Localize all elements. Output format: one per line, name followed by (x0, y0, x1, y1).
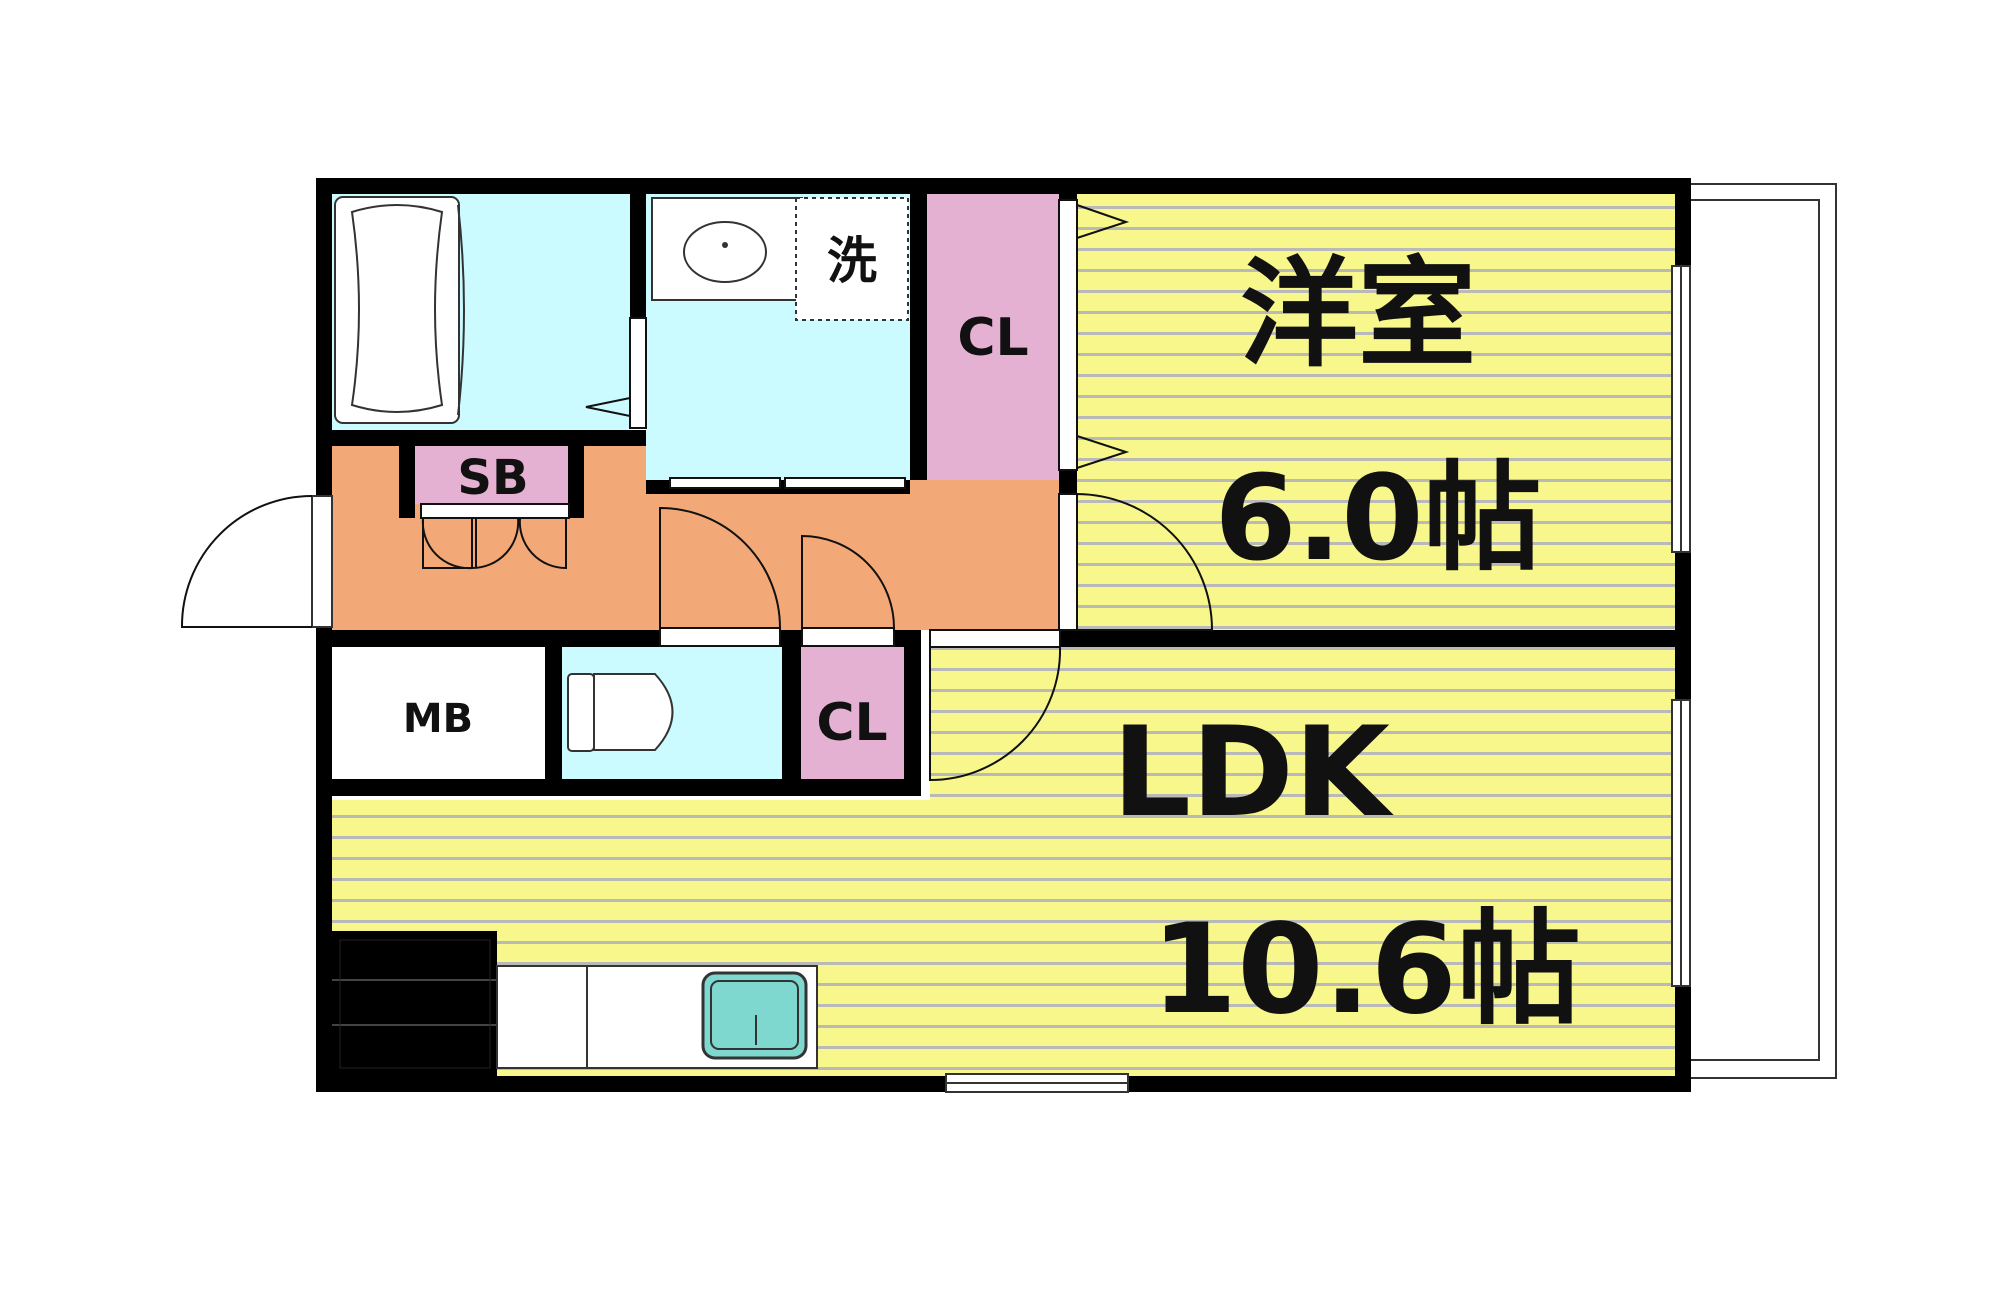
washer-space (795, 197, 909, 321)
toilet-icon (567, 673, 674, 752)
ldk-name: LDK (1112, 701, 1394, 845)
walls (316, 178, 1691, 1092)
ldk-room (332, 647, 1675, 1076)
western-room-size: 6.0帖 (1214, 449, 1541, 587)
door-swing-icon (585, 199, 1214, 782)
closet-bedroom-label: CL (957, 308, 1028, 368)
meter-box-room (332, 647, 545, 779)
washer-space-label: 洗 (827, 232, 877, 290)
washbasin-icon (651, 197, 803, 301)
shoe-box-label: SB (457, 450, 528, 506)
stove-icon (339, 939, 491, 1069)
balcony (1688, 183, 1837, 1079)
bathtub-icon (334, 196, 465, 424)
shoe-box-doors-icon (420, 503, 570, 570)
ldk-size: 10.6帖 (1151, 898, 1581, 1042)
closet-bedroom (927, 194, 1059, 480)
closet-hall-label: CL (816, 693, 887, 753)
western-room-name: 洋室 (1240, 245, 1476, 383)
meter-box-label: MB (403, 696, 473, 742)
entrance-door-icon (180, 495, 333, 628)
windows (945, 265, 1691, 1093)
closet-hall (801, 647, 904, 779)
western-room (1077, 194, 1675, 630)
kitchen-sink-icon (701, 971, 808, 1060)
shoe-box (415, 446, 568, 504)
